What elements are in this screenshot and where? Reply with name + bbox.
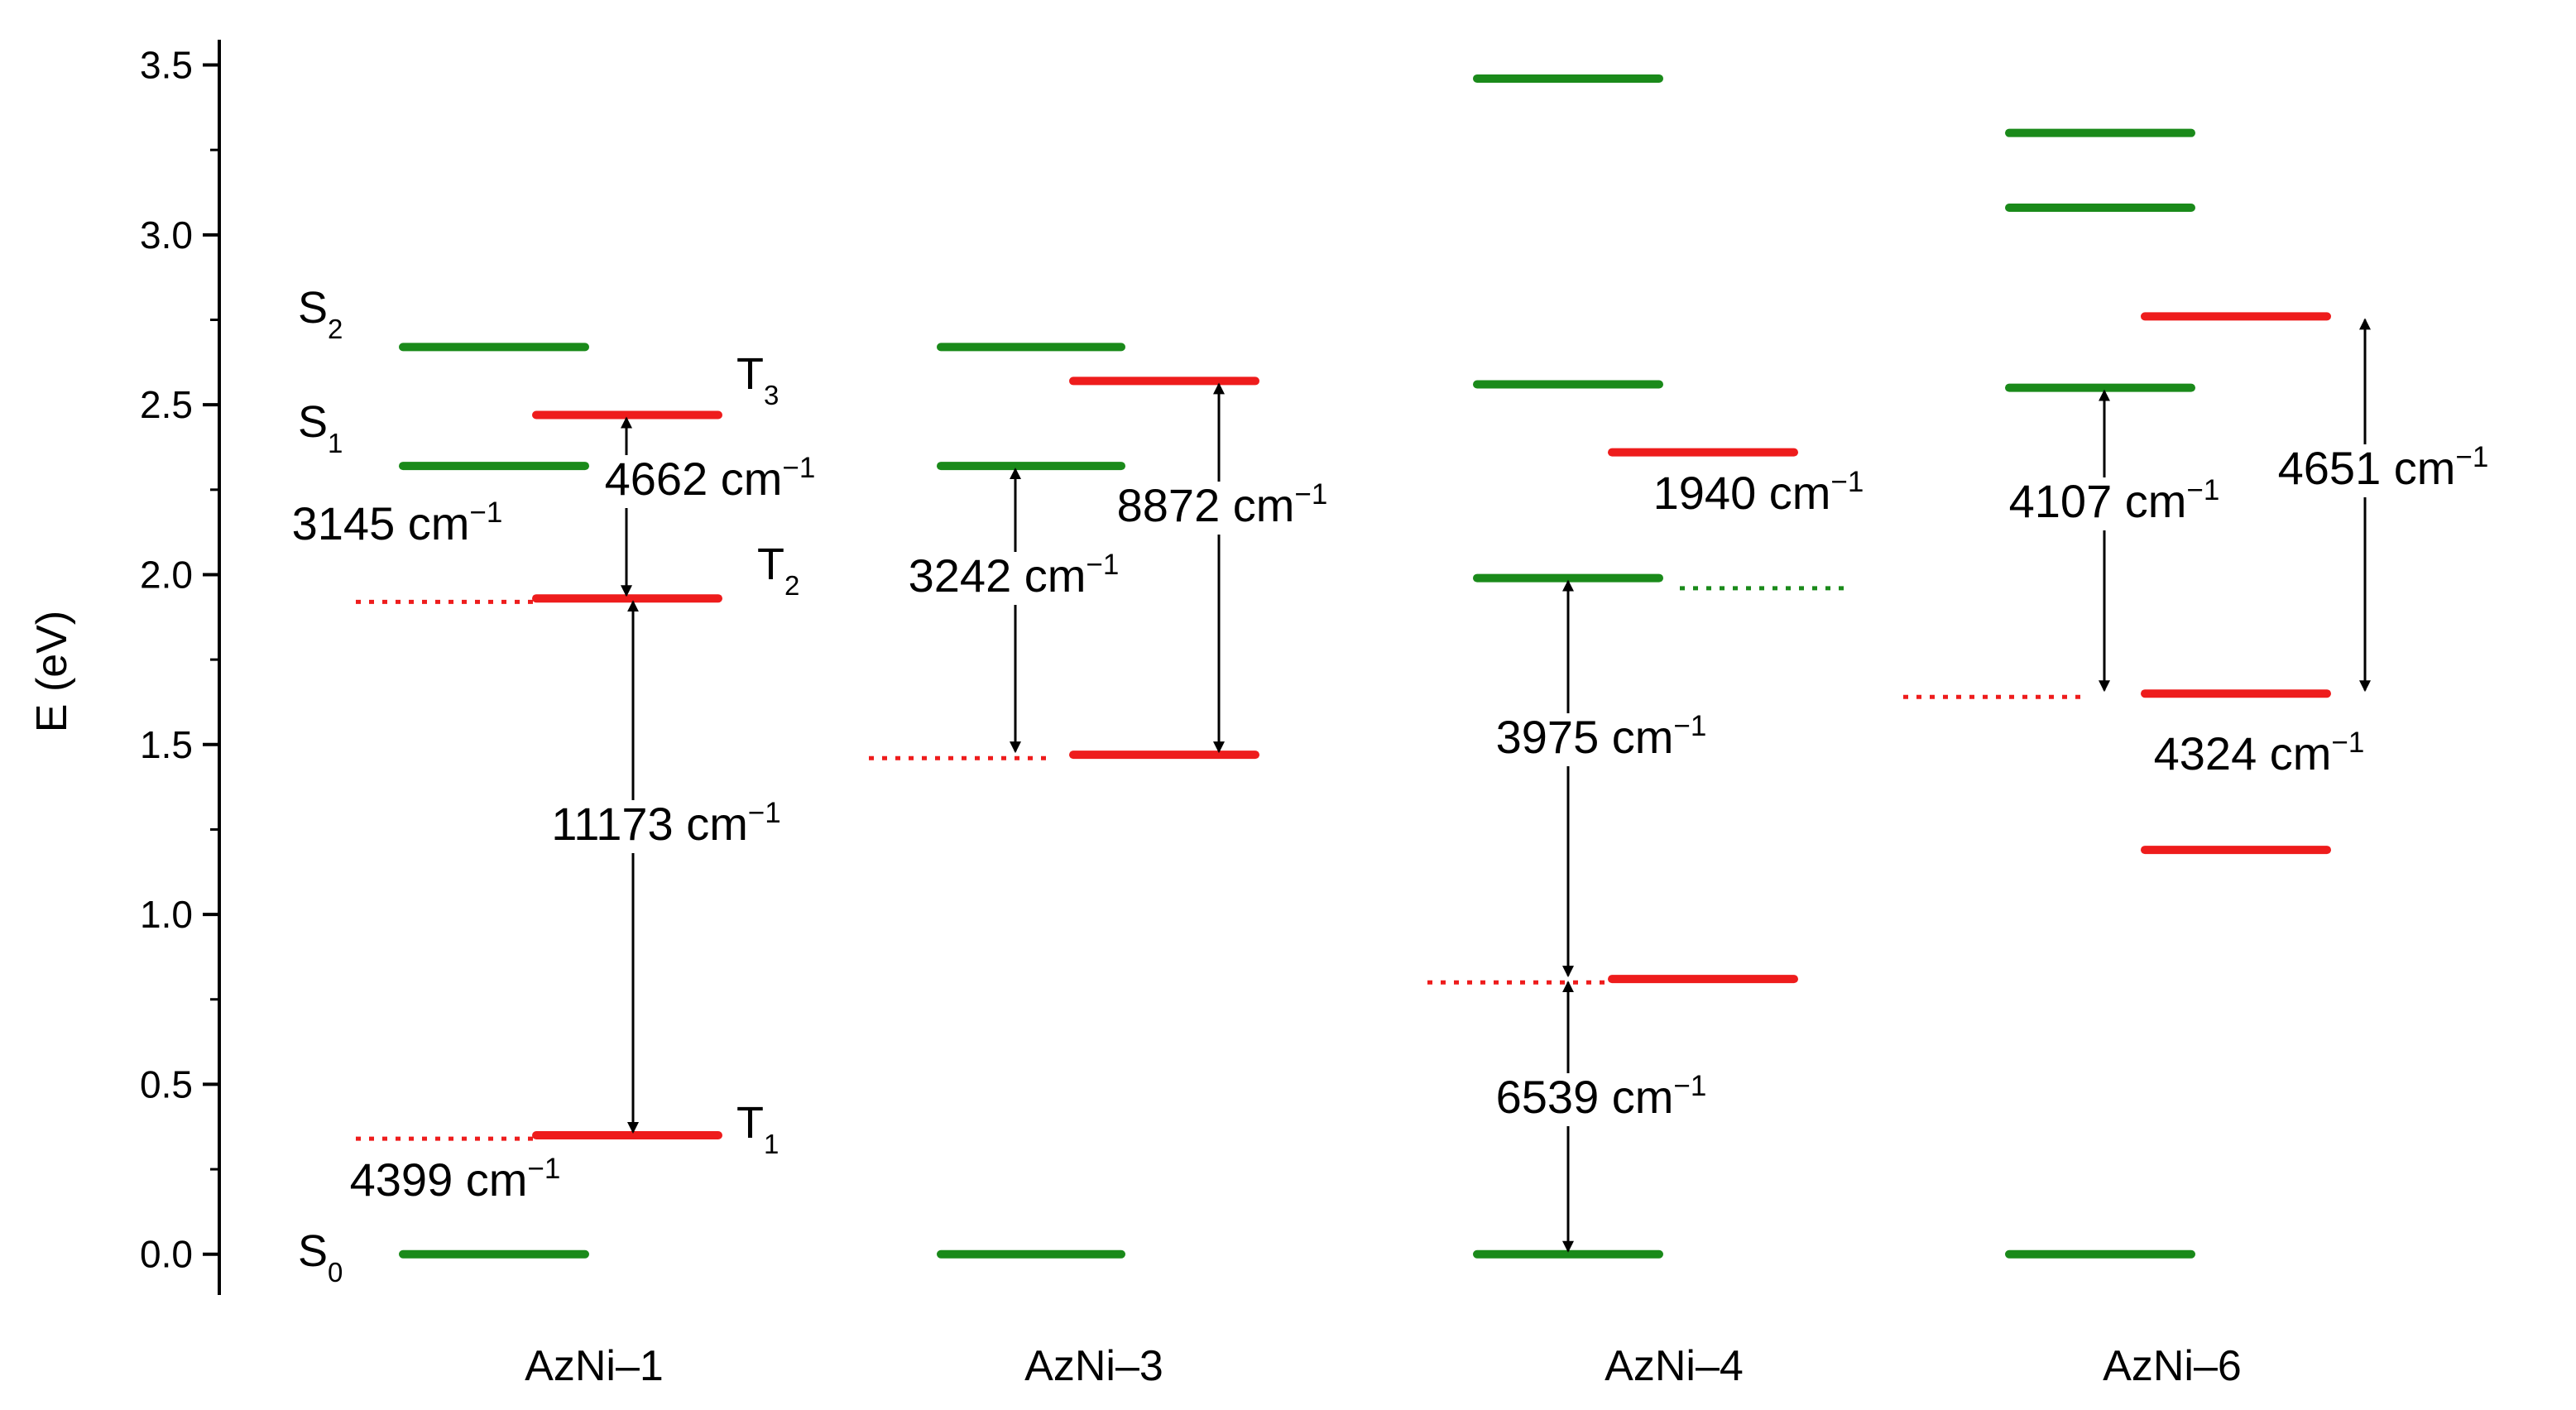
gap-label-bg (1119, 482, 1326, 535)
y-tick-label: 1.0 (140, 893, 193, 936)
gap-label-bg (607, 455, 813, 508)
y-tick-label: 2.5 (140, 383, 193, 426)
y-axis-title: E (eV) (28, 611, 76, 732)
group-AzNi–1: AzNi–1 (294, 343, 813, 1390)
gap-label: 6539 cm−1 (1496, 1070, 1707, 1123)
state-label: T1 (736, 1098, 779, 1159)
gap-label: 4399 cm−1 (350, 1153, 561, 1206)
state-label: S2 (298, 283, 343, 344)
gap-label-bg (1655, 469, 1862, 522)
group-AzNi–6: AzNi–6 (1903, 128, 2487, 1390)
gap-label: 1940 cm−1 (1653, 466, 1864, 519)
gap-label-bg (1498, 1073, 1705, 1126)
gap-label: 4324 cm−1 (2154, 727, 2365, 779)
gap-label: 4662 cm−1 (605, 452, 816, 505)
y-tick-label: 3.0 (140, 213, 193, 257)
gap-label: 3975 cm−1 (1496, 710, 1707, 763)
category-label: AzNi–6 (2103, 1342, 2242, 1390)
gap-label: 11173 cm−1 (551, 797, 781, 850)
gap-label: 4107 cm−1 (2009, 474, 2220, 527)
gap-label-bg (294, 500, 501, 553)
category-label: AzNi–3 (1024, 1342, 1163, 1390)
y-tick-label: 0.0 (140, 1233, 193, 1276)
y-tick-label: 0.5 (140, 1062, 193, 1105)
state-label: T2 (757, 540, 799, 601)
state-label: S1 (298, 397, 343, 458)
gap-label: 3242 cm−1 (909, 549, 1120, 602)
gap-label-bg (910, 552, 1117, 605)
gap-label-bg (2280, 444, 2487, 497)
gap-label: 8872 cm−1 (1117, 478, 1328, 531)
state-label: T3 (736, 349, 779, 410)
gap-label-bg (2156, 730, 2363, 783)
state-label: S0 (298, 1226, 343, 1288)
category-label: AzNi–4 (1605, 1342, 1744, 1390)
y-tick-label: 3.5 (140, 44, 193, 87)
gap-label: 4651 cm−1 (2278, 441, 2489, 494)
gap-label-bg (2011, 477, 2218, 530)
gap-label-bg (352, 1156, 559, 1209)
y-tick-label: 2.0 (140, 553, 193, 596)
category-label: AzNi–1 (525, 1342, 664, 1390)
group-AzNi–4: AzNi–4 (1427, 74, 1862, 1390)
gap-label-bg (1498, 713, 1705, 766)
y-tick-label: 1.5 (140, 723, 193, 766)
group-AzNi–3: AzNi–3 (869, 343, 1326, 1390)
gap-label-bg (550, 800, 782, 853)
gap-label: 3145 cm−1 (292, 496, 503, 549)
